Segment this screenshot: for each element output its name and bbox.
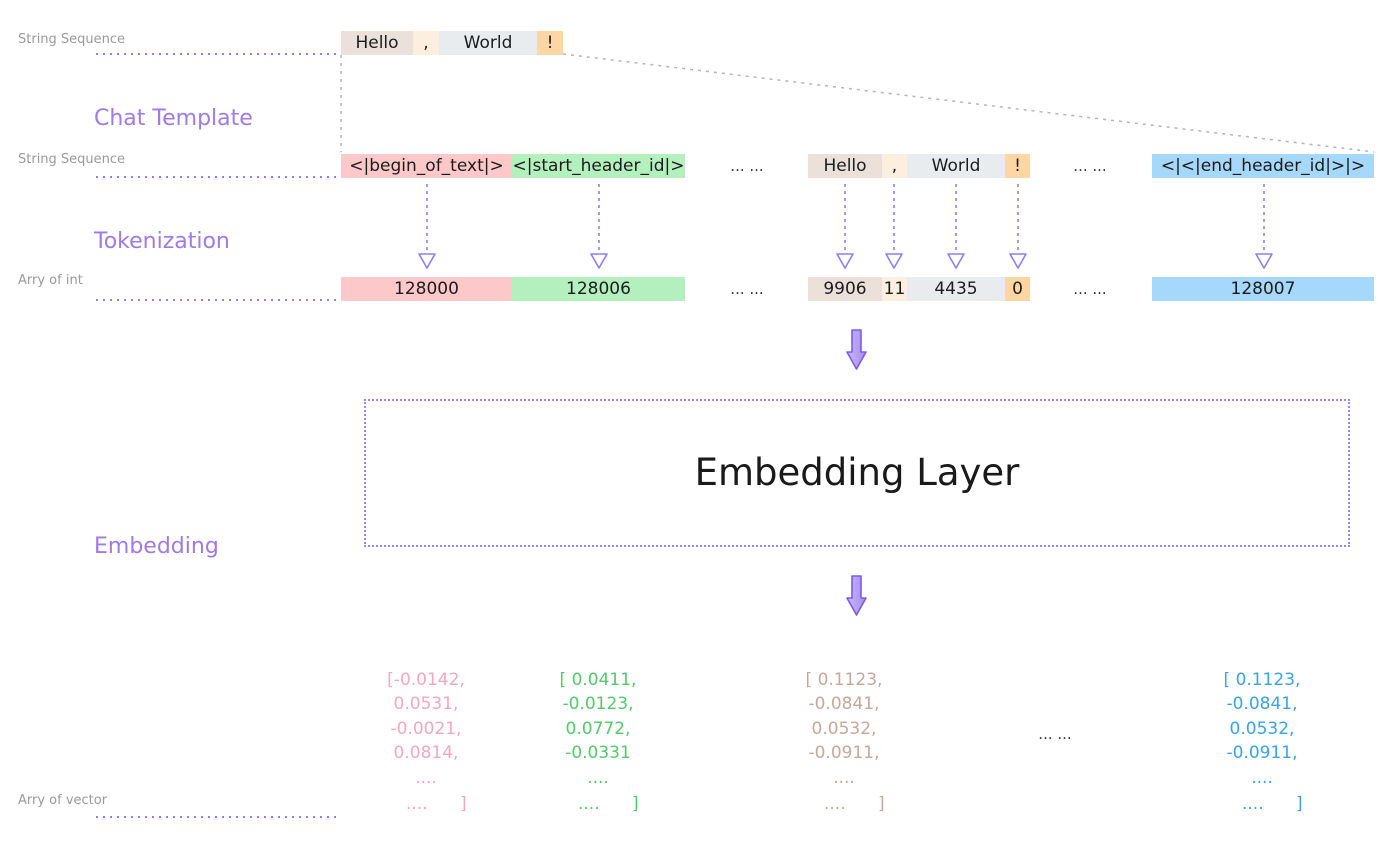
- vector-line: [ 0.1123,: [805, 670, 883, 690]
- vector-line: 0.0814,: [393, 743, 459, 763]
- token-id-11: 11: [882, 277, 907, 301]
- vector-line: -0.0331: [565, 743, 631, 763]
- token-id-4435: 4435: [907, 277, 1005, 301]
- embedding-label: Embedding: [94, 534, 219, 559]
- template-token-end-header-id: <|<|end_header_id|>|>: [1152, 154, 1374, 178]
- vector-line: -0.0911,: [1226, 743, 1298, 763]
- array-of-vector-label: Arry of vector: [18, 793, 108, 808]
- vector-line: .... ]: [406, 794, 467, 814]
- vector-line: ....: [415, 768, 437, 788]
- template-token-exclaim: !: [1005, 154, 1030, 178]
- vector-line: [-0.0142,: [387, 670, 465, 690]
- input-token-comma: ,: [413, 31, 439, 55]
- vector-line: .... ]: [1242, 794, 1303, 814]
- vector-ellipsis: ... ...: [1038, 725, 1072, 743]
- vector-line: .... ]: [824, 794, 885, 814]
- id-ellipsis-2: ... ...: [1073, 280, 1107, 298]
- token-id-128007: 128007: [1152, 277, 1374, 301]
- vector-line: ....: [1251, 768, 1273, 788]
- template-token-begin-of-text: <|begin_of_text|>: [341, 154, 512, 178]
- vector-line: 0.0531,: [393, 694, 459, 714]
- vector-line: -0.0911,: [808, 743, 880, 763]
- embedding-layer-box: Embedding Layer: [364, 399, 1350, 547]
- vector-line: [ 0.1123,: [1223, 670, 1301, 690]
- token-id-128000: 128000: [341, 277, 512, 301]
- template-ellipsis-2: ... ...: [1073, 157, 1107, 175]
- string-sequence-label-top: String Sequence: [18, 32, 126, 47]
- vector-line: 0.0532,: [1229, 719, 1295, 739]
- id-ellipsis-1: ... ...: [730, 280, 764, 298]
- template-token-hello: Hello: [808, 154, 882, 178]
- vector-line: .... ]: [578, 794, 639, 814]
- vector-line: -0.0841,: [808, 694, 880, 714]
- vector-line: [ 0.0411,: [559, 670, 637, 690]
- template-ellipsis-1: ... ...: [730, 157, 764, 175]
- embedding-layer-title: Embedding Layer: [694, 451, 1020, 494]
- vector-line: ....: [833, 768, 855, 788]
- token-id-9906: 9906: [808, 277, 882, 301]
- input-token-hello: Hello: [341, 31, 413, 55]
- template-token-world: World: [907, 154, 1005, 178]
- template-token-start-header-id: <|start_header_id|>: [512, 154, 685, 178]
- string-sequence-label-mid: String Sequence: [18, 152, 126, 167]
- vector-line: -0.0021,: [390, 719, 462, 739]
- token-id-0: 0: [1005, 277, 1030, 301]
- vector-line: 0.0772,: [565, 719, 631, 739]
- chat-template-label: Chat Template: [94, 106, 253, 131]
- vector-line: 0.0532,: [811, 719, 877, 739]
- input-token-exclaim: !: [537, 31, 563, 55]
- template-token-comma: ,: [882, 154, 907, 178]
- vector-line: -0.0841,: [1226, 694, 1298, 714]
- tokenization-label: Tokenization: [94, 229, 230, 254]
- input-token-world: World: [439, 31, 537, 55]
- vector-line: ....: [587, 768, 609, 788]
- vector-line: -0.0123,: [562, 694, 634, 714]
- token-id-128006: 128006: [512, 277, 685, 301]
- array-of-int-label: Arry of int: [18, 273, 83, 288]
